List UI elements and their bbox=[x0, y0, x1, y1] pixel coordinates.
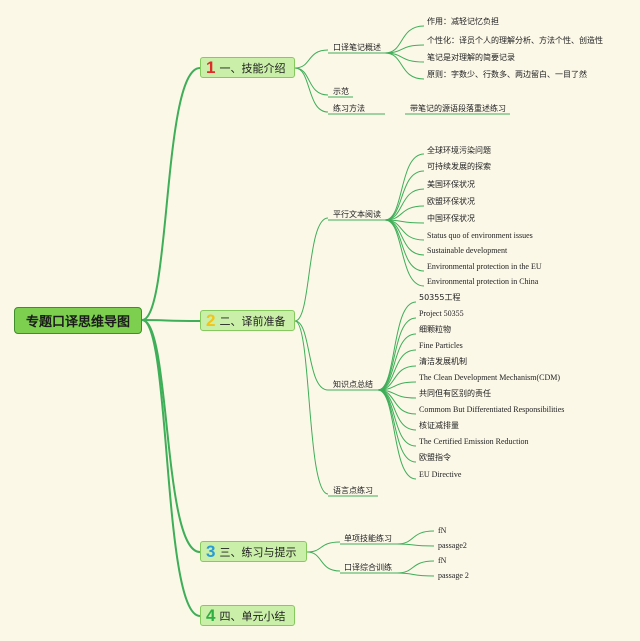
topic-notes-overview[interactable]: 口译笔记概述 bbox=[333, 43, 381, 52]
connector bbox=[294, 217, 329, 322]
leaf[interactable]: 个性化：译员个人的理解分析、方法个性、创造性 bbox=[427, 36, 603, 45]
leaf[interactable]: 50355工程 bbox=[419, 293, 461, 302]
leaf[interactable]: 核证减排量 bbox=[419, 421, 459, 430]
topic-demo[interactable]: 示范 bbox=[333, 87, 349, 96]
connector bbox=[141, 67, 201, 321]
leaf[interactable]: EU Directive bbox=[419, 470, 462, 479]
leaf[interactable]: fN bbox=[438, 526, 447, 535]
leaf[interactable]: Environmental protection in China bbox=[427, 277, 539, 286]
root-topic[interactable]: 专题口译思维导图 bbox=[14, 307, 142, 334]
leaf[interactable]: Project 50355 bbox=[419, 309, 464, 318]
connector bbox=[141, 319, 201, 617]
branch-label: 一、技能介绍 bbox=[219, 61, 286, 75]
connector bbox=[141, 319, 201, 553]
connector bbox=[294, 320, 329, 495]
leaf[interactable]: passage2 bbox=[438, 541, 467, 550]
branch-preparation[interactable]: 2 二、译前准备 bbox=[200, 310, 295, 331]
topic-single-skill[interactable]: 单项技能练习 bbox=[344, 534, 392, 543]
connector bbox=[384, 188, 425, 221]
connector bbox=[294, 49, 329, 69]
connector bbox=[396, 543, 435, 547]
topic-practice-method[interactable]: 练习方法 bbox=[333, 104, 365, 113]
leaf[interactable]: Commom But Differentiated Responsibiliti… bbox=[419, 405, 565, 414]
connector bbox=[377, 389, 417, 480]
leaf[interactable]: Sustainable development bbox=[427, 246, 508, 255]
connector bbox=[396, 530, 435, 545]
branch-summary[interactable]: 4 四、单元小结 bbox=[200, 605, 295, 626]
leaf[interactable]: Fine Particles bbox=[419, 341, 463, 350]
connector bbox=[377, 389, 417, 447]
branch-number: 2 bbox=[206, 311, 216, 330]
branch-number: 3 bbox=[206, 542, 216, 561]
leaf[interactable]: 作用：减轻记忆负担 bbox=[427, 17, 499, 26]
leaf[interactable]: 原则：字数少、行数多、两边留白、一目了然 bbox=[427, 70, 587, 79]
leaf[interactable]: passage 2 bbox=[438, 571, 469, 580]
connector bbox=[384, 219, 425, 287]
connector bbox=[306, 551, 341, 572]
connector bbox=[396, 572, 435, 577]
connector bbox=[377, 301, 417, 391]
leaf[interactable]: 笔记是对理解的简要记录 bbox=[427, 53, 515, 62]
branch-practice-tips[interactable]: 3 三、练习与提示 bbox=[200, 541, 307, 562]
topic-comprehensive-training[interactable]: 口译综合训练 bbox=[344, 563, 392, 572]
leaf[interactable]: 共同但有区别的责任 bbox=[419, 389, 491, 398]
branch-label: 二、译前准备 bbox=[219, 314, 286, 328]
branch-number: 4 bbox=[206, 606, 216, 625]
connector bbox=[396, 560, 435, 574]
branch-label: 四、单元小结 bbox=[219, 609, 286, 623]
connector bbox=[306, 541, 341, 553]
connector bbox=[141, 319, 201, 322]
leaf[interactable]: 细颗粒物 bbox=[419, 325, 451, 334]
leaf[interactable]: fN bbox=[438, 556, 447, 565]
branch-skills-intro[interactable]: 1 一、技能介绍 bbox=[200, 57, 295, 78]
branch-number: 1 bbox=[206, 58, 216, 77]
leaf[interactable]: 欧盟指令 bbox=[419, 453, 451, 462]
branch-label: 三、练习与提示 bbox=[219, 545, 297, 559]
leaf[interactable]: 带笔记的源语段落重述练习 bbox=[410, 104, 506, 113]
connector bbox=[384, 25, 425, 54]
connector bbox=[294, 320, 329, 391]
leaf[interactable]: The Certified Emission Reduction bbox=[419, 437, 529, 446]
topic-language-practice[interactable]: 语言点练习 bbox=[333, 486, 373, 495]
leaf[interactable]: The Clean Development Mechanism(CDM) bbox=[419, 373, 561, 382]
topic-knowledge-summary[interactable]: 知识点总结 bbox=[333, 380, 373, 389]
leaf[interactable]: 中国环保状况 bbox=[427, 214, 475, 223]
leaf[interactable]: 全球环境污染问题 bbox=[427, 146, 491, 155]
connector bbox=[384, 153, 425, 221]
leaf[interactable]: 可持续发展的探索 bbox=[427, 162, 491, 171]
leaf[interactable]: Environmental protection in the EU bbox=[427, 262, 542, 271]
connector bbox=[384, 52, 425, 80]
topic-parallel-reading[interactable]: 平行文本阅读 bbox=[333, 210, 381, 219]
connector bbox=[384, 219, 425, 272]
connector bbox=[294, 67, 329, 113]
leaf[interactable]: Status quo of environment issues bbox=[427, 231, 533, 240]
leaf[interactable]: 清洁发展机制 bbox=[419, 357, 467, 366]
connector bbox=[384, 219, 425, 256]
connector bbox=[377, 317, 417, 391]
connector bbox=[294, 67, 329, 96]
leaf[interactable]: 欧盟环保状况 bbox=[427, 197, 475, 206]
connector bbox=[377, 333, 417, 391]
leaf[interactable]: 美国环保状况 bbox=[427, 180, 475, 189]
